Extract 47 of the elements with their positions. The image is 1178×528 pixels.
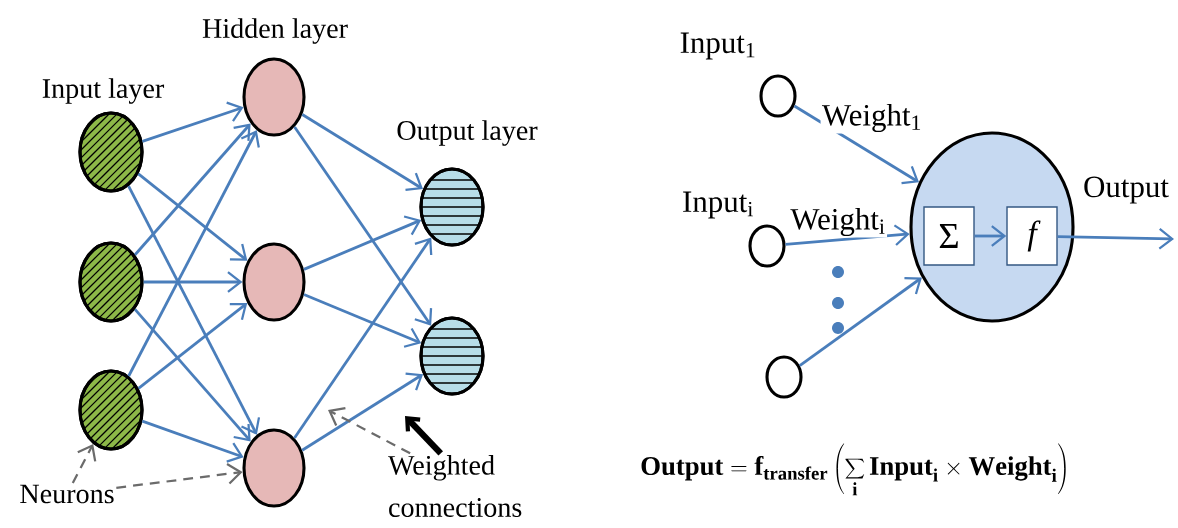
arrow [405, 416, 444, 456]
arrow [1057, 228, 1174, 250]
input-neuron [78, 369, 144, 451]
input-label: Input$_{1}$ [680, 32, 755, 60]
edge-label: Output [1081, 175, 1171, 205]
arrow [301, 372, 424, 452]
arrow [134, 123, 251, 256]
arrow [127, 185, 261, 435]
hidden-neuron [242, 428, 306, 508]
arrow [141, 419, 244, 463]
arrow [71, 443, 97, 484]
arrow [303, 293, 422, 348]
arrow [143, 271, 243, 293]
arrow [293, 237, 433, 439]
input-node [765, 355, 803, 399]
input-neuron [78, 111, 144, 193]
arrow [301, 113, 423, 191]
layer-label: Output layer [397, 120, 538, 146]
arrow [798, 276, 922, 367]
input-neuron [78, 241, 144, 323]
edge-label: Weight$_{i}$ [788, 206, 888, 238]
edge-label: Weight$_{1}$ [820, 102, 924, 134]
function-box: f [1006, 206, 1058, 266]
formula: $\mathbf{Output}=\mathbf{f}_{\mathbf{transfer}}\left(\sum_{\mathbf{i}}\mathbf{Input}_{\mathbf{i}}\times\mathbf{Weight}_{\mathbf{i}}\right)$ [641, 443, 1066, 496]
arrow [137, 303, 248, 390]
hidden-neuron [242, 57, 306, 137]
arrow [133, 308, 251, 442]
arrow [974, 225, 1007, 247]
callout-text: Weighted connections [388, 455, 522, 517]
arrow [785, 224, 910, 246]
arrow [116, 463, 243, 489]
arrow [328, 406, 411, 455]
output-neuron [419, 167, 485, 247]
arrow [127, 130, 260, 377]
arrow [141, 101, 244, 143]
arrow [137, 172, 248, 261]
callout-text: Neurons [20, 484, 114, 504]
input-label: Input$_{i}$ [683, 191, 753, 219]
output-neuron [419, 316, 485, 396]
input-node [759, 74, 797, 118]
arrow [793, 104, 920, 185]
input-node [748, 224, 786, 268]
arrow [293, 126, 433, 326]
hidden-neuron [242, 242, 306, 322]
arrow [303, 215, 422, 271]
layer-label: Input layer [42, 78, 165, 104]
function-box: Σ [923, 206, 975, 266]
